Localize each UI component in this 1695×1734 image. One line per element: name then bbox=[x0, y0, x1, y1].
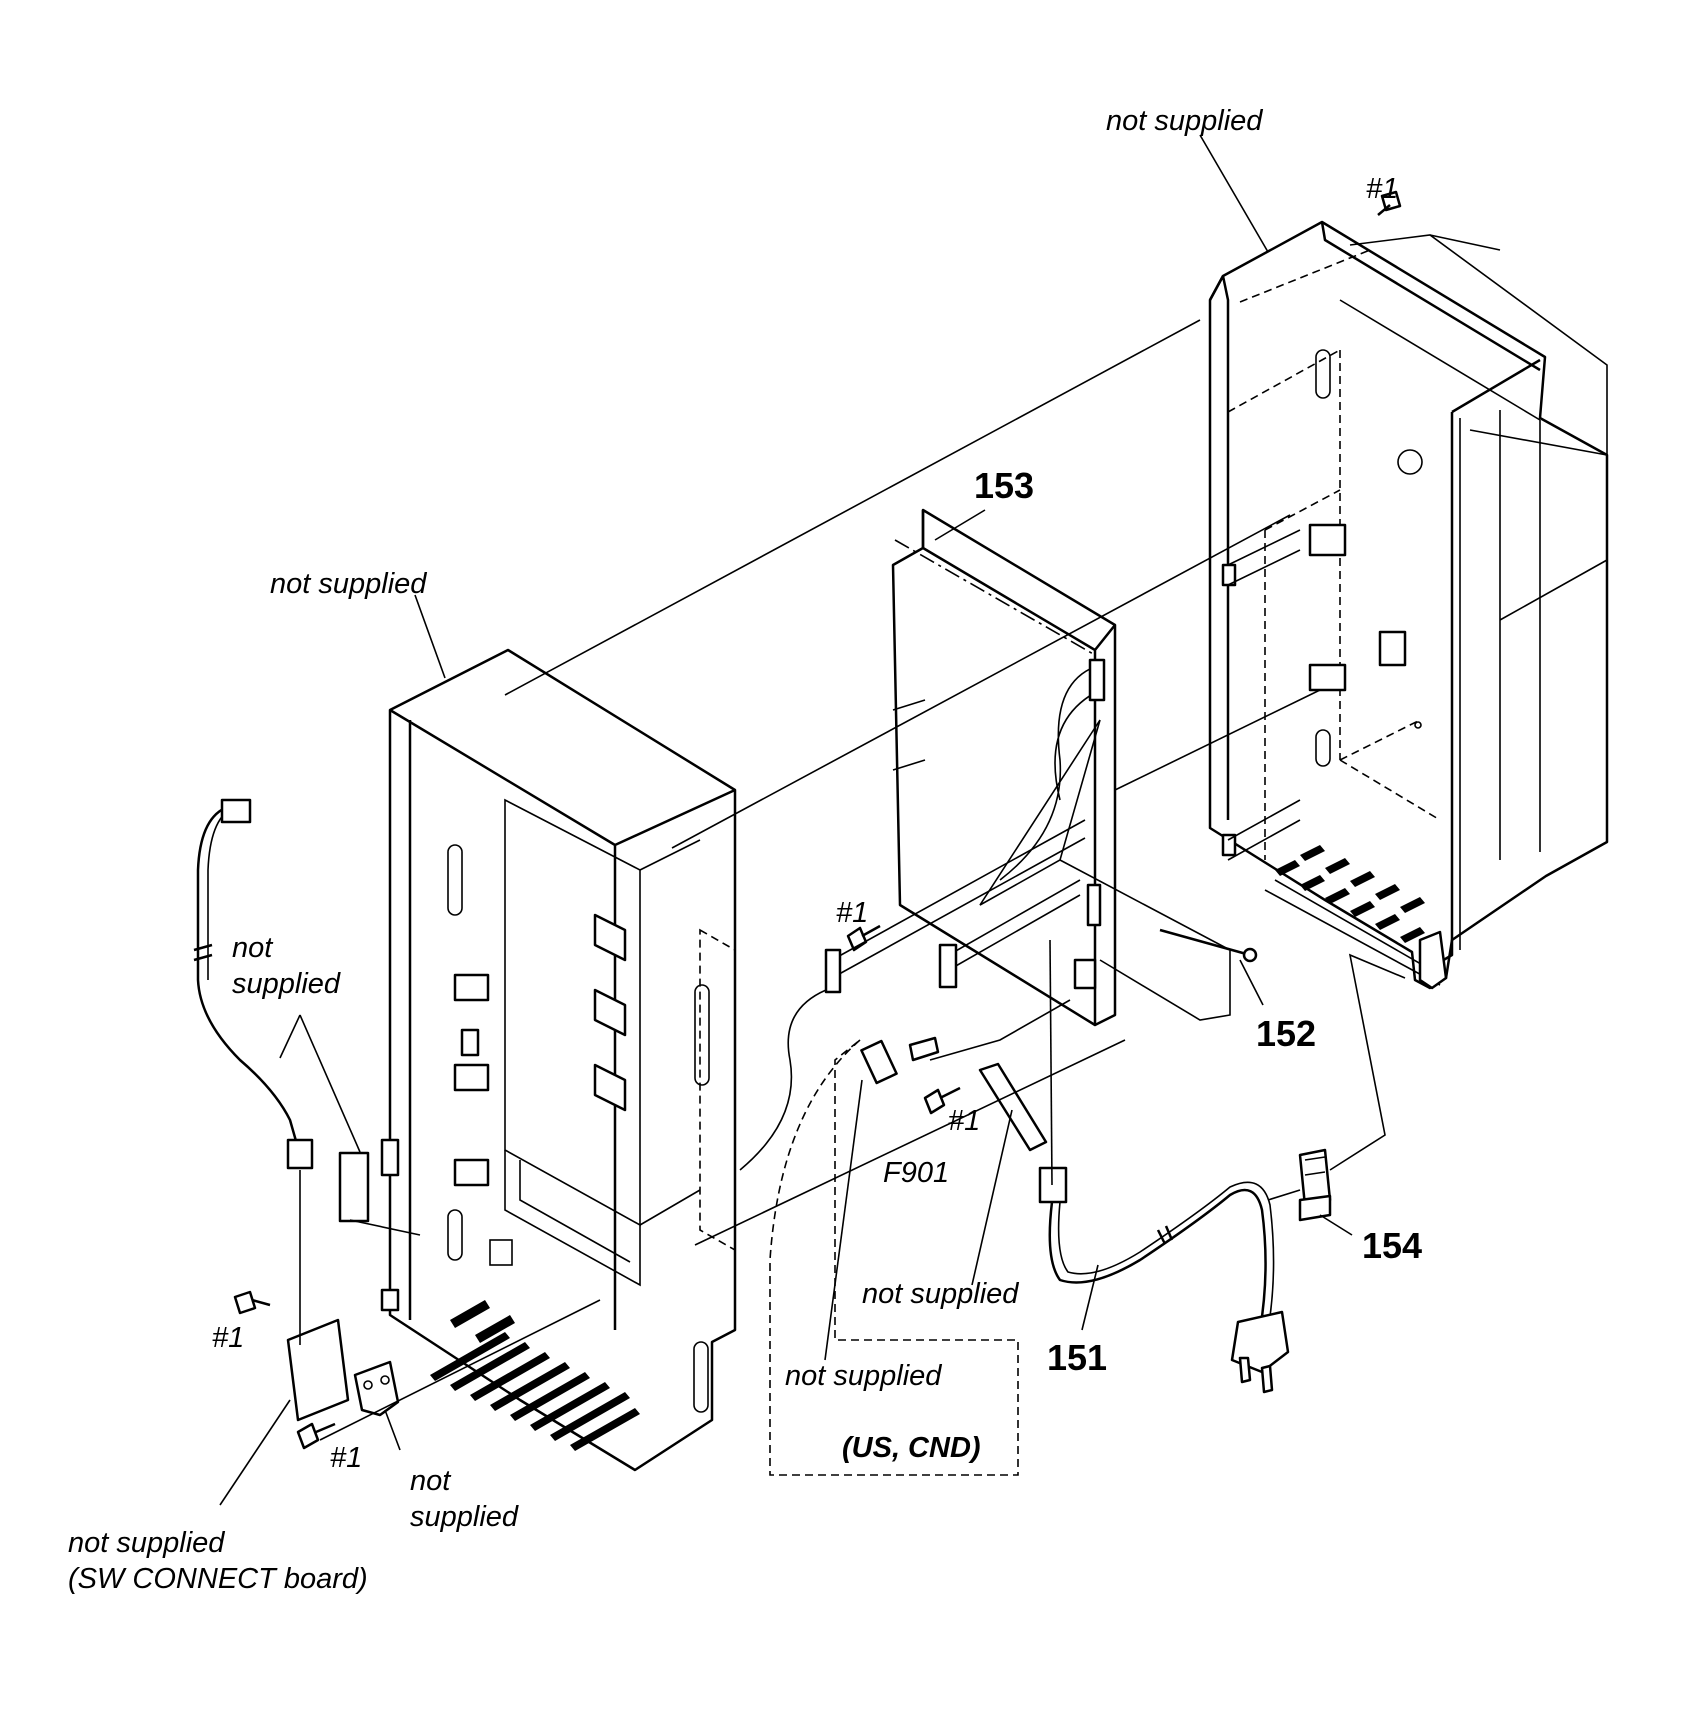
fuse-f901 bbox=[860, 1036, 940, 1085]
label-not-supplied-harness-1: not bbox=[232, 932, 274, 964]
screw-icon bbox=[846, 924, 881, 952]
rear-case bbox=[1208, 220, 1609, 990]
label-region-us-cnd: (US, CND) bbox=[842, 1432, 981, 1464]
label-sw-connect-1: not supplied bbox=[68, 1527, 225, 1559]
sw-connect-board bbox=[286, 1318, 350, 1422]
label-not-supplied-fuse-holder: not supplied bbox=[862, 1278, 1019, 1310]
label-sw-connect-2: (SW CONNECT board) bbox=[68, 1563, 368, 1595]
rear-case-vents bbox=[1264, 845, 1441, 986]
label-screw-board-lower: #1 bbox=[330, 1442, 362, 1474]
us-cnd-region-box bbox=[769, 1039, 1019, 1476]
small-board bbox=[338, 1151, 370, 1223]
assembly-lines bbox=[299, 234, 1608, 1441]
front-chassis-vents bbox=[430, 1239, 640, 1451]
fuse-holder bbox=[978, 1062, 1048, 1152]
screw-icon bbox=[296, 1422, 336, 1450]
label-not-supplied-chassis: not supplied bbox=[270, 568, 427, 600]
label-part-152: 152 bbox=[1256, 1013, 1316, 1054]
label-part-154: 154 bbox=[1362, 1225, 1422, 1266]
label-not-supplied-harness-2: supplied bbox=[232, 968, 341, 1000]
label-not-supplied-rear-case: not supplied bbox=[1106, 105, 1263, 137]
power-cord-151 bbox=[1038, 1166, 1290, 1394]
screw-icon bbox=[233, 1290, 271, 1315]
label-not-supplied-bracket-2: supplied bbox=[410, 1501, 519, 1533]
board-153 bbox=[891, 508, 1117, 1027]
screw-icon bbox=[1377, 190, 1402, 216]
left-harness bbox=[193, 798, 314, 1170]
connector-154 bbox=[1298, 1148, 1332, 1222]
label-screw-fuse: #1 bbox=[948, 1105, 980, 1137]
label-not-supplied-bracket-1: not bbox=[410, 1465, 452, 1497]
label-screw-top: #1 bbox=[1366, 173, 1398, 205]
label-part-153: 153 bbox=[974, 465, 1034, 506]
label-screw-board: #1 bbox=[212, 1322, 244, 1354]
label-part-151: 151 bbox=[1047, 1337, 1107, 1378]
label-not-supplied-us-cnd: not supplied bbox=[785, 1360, 942, 1392]
label-fuse-f901: F901 bbox=[883, 1157, 949, 1189]
bracket bbox=[353, 1360, 400, 1417]
screw-icon bbox=[923, 1086, 961, 1115]
front-chassis bbox=[380, 648, 737, 1472]
label-screw-mid: #1 bbox=[836, 897, 868, 929]
fuse-rod-152 bbox=[1059, 859, 1258, 1021]
leader-lines bbox=[219, 134, 1353, 1506]
ribbon-cable bbox=[739, 819, 1086, 1171]
